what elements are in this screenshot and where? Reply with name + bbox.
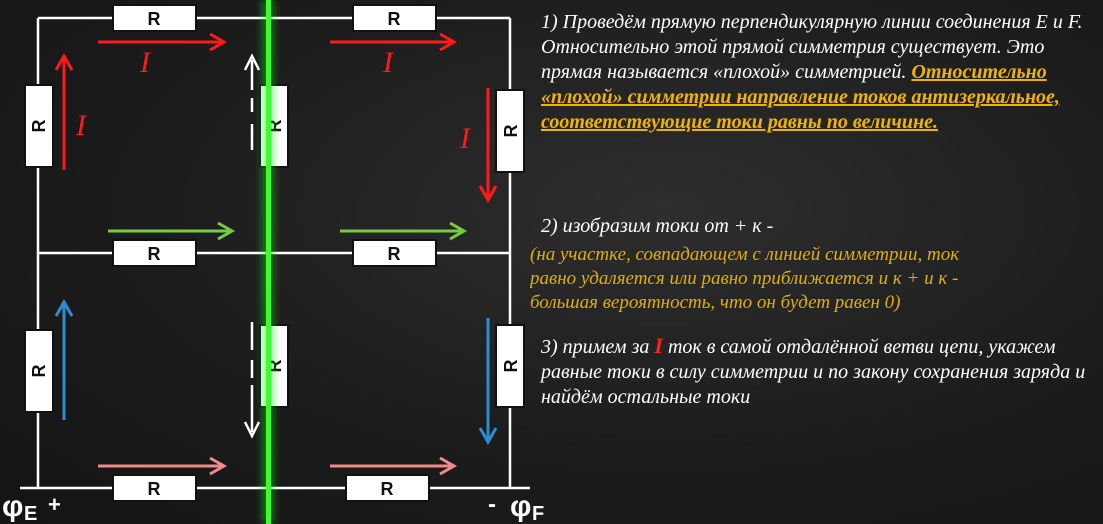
arrow-white-down — [243, 385, 261, 439]
resistor-right-lower: R — [495, 324, 525, 408]
potential-right: - φ F — [488, 490, 544, 524]
step-1-plain: 1) Проведём прямую перпендикулярную лини… — [541, 11, 1083, 83]
resistor-top-right: R — [352, 4, 437, 32]
arrow-red-left-up — [54, 52, 74, 170]
pink-current-arrows — [98, 456, 458, 476]
resistor-middle-left: R — [112, 239, 197, 267]
phi-right-subscript: F — [532, 503, 544, 524]
step-2-note-line: (на участке, совпадающем с линией симмет… — [530, 244, 960, 265]
blue-current-arrows — [54, 298, 498, 446]
resistor-bottom-right: R — [345, 474, 430, 502]
step-3-rest: ток в самой отдалённой ветви цепи, укаже… — [541, 336, 1086, 408]
step-2-note: (на участке, совпадающем с линией симмет… — [530, 243, 1103, 315]
phi-left-sign: + — [48, 492, 61, 517]
step-1-highlight: Относительно «плохой» симметрии направле… — [541, 61, 1060, 133]
arrow-blue-left-up — [54, 298, 74, 420]
green-current-arrows — [108, 221, 468, 241]
symmetry-line — [262, 0, 274, 524]
resistor-label: R — [148, 479, 161, 499]
phi-right-symbol: φ — [510, 490, 531, 523]
arrow-blue-right-down — [478, 318, 498, 446]
step-3-text: 3) примем за I ток в самой отдалённой ве… — [541, 333, 1103, 410]
resistor-left-upper: R — [24, 84, 54, 168]
resistor-middle-right: R — [352, 239, 437, 267]
resistor-top-left: R — [112, 4, 197, 32]
step-1-text: 1) Проведём прямую перпендикулярную лини… — [541, 10, 1103, 135]
white-center-arrows — [243, 53, 261, 439]
arrow-green-right — [340, 221, 468, 241]
arrow-red-right-down — [478, 88, 498, 204]
resistor-label: R — [381, 479, 394, 499]
resistor-label: R — [29, 365, 49, 378]
current-label-top-left: I — [139, 46, 152, 79]
resistor-label: R — [388, 244, 401, 264]
current-label-right: I — [459, 122, 472, 155]
phi-right-sign: - — [488, 491, 496, 518]
phi-left-subscript: E — [24, 503, 37, 524]
resistor-right-upper: R — [495, 89, 525, 173]
red-current-arrows — [54, 32, 498, 204]
arrow-white-up — [243, 53, 261, 90]
arrow-pink-left — [98, 456, 228, 476]
arrow-red-top-right — [330, 32, 458, 52]
phi-left-symbol: φ — [2, 490, 23, 523]
resistor-label: R — [148, 244, 161, 264]
current-label-left: I — [75, 109, 88, 142]
potential-left: φ E + — [2, 490, 61, 524]
resistor-label: R — [29, 120, 49, 133]
current-label-top-right: I — [382, 46, 395, 79]
step-3-current-symbol: I — [654, 333, 663, 358]
resistor-bottom-left: R — [112, 474, 197, 502]
step-2-text: 2) изобразим токи от + к - — [541, 215, 774, 237]
resistor-label: R — [388, 9, 401, 29]
step-2-note-line: равно удаляется или равно приближается и… — [530, 268, 959, 289]
resistor-label: R — [148, 9, 161, 29]
current-labels: I I I I — [75, 46, 472, 155]
resistor-label: R — [501, 125, 521, 138]
arrow-green-left — [108, 221, 236, 241]
arrow-pink-right — [330, 456, 458, 476]
resistor-left-lower: R — [24, 329, 54, 413]
step-3-start: 3) примем за — [541, 336, 655, 358]
resistor-label: R — [501, 360, 521, 373]
step-2-note-line: большая вероятность, что он будет равен … — [530, 292, 901, 313]
arrow-red-top-left — [98, 32, 228, 52]
